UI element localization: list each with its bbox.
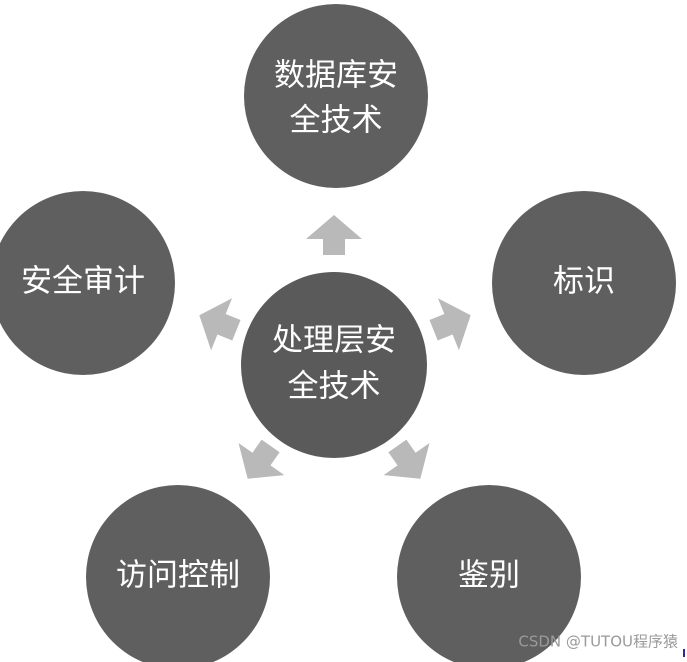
node-right-label: 标识 <box>553 264 615 300</box>
arrow-bottom-left <box>238 439 285 479</box>
node-bottom-left: 访问控制 <box>86 485 270 662</box>
node-center-line2: 全技术 <box>288 369 381 405</box>
edge-mark <box>683 649 685 657</box>
node-top-line2: 全技术 <box>290 103 383 139</box>
arrow-bottom-right <box>383 439 430 479</box>
node-top: 数据库安 全技术 <box>244 4 428 188</box>
node-center-line1: 处理层安 <box>272 323 396 359</box>
arrow-left <box>199 298 241 351</box>
node-center: 处理层安 全技术 <box>241 272 427 458</box>
node-right: 标识 <box>492 191 676 375</box>
node-left-label: 安全审计 <box>21 264 145 300</box>
watermark-text: CSDN @TUTOU程序猿 <box>518 633 678 651</box>
node-bottom-right-label: 鉴别 <box>458 558 520 594</box>
node-left: 安全审计 <box>0 191 175 375</box>
node-bottom-left-label: 访问控制 <box>116 558 240 594</box>
arrow-up <box>306 215 362 255</box>
node-top-line1: 数据库安 <box>274 58 398 94</box>
node-bottom-right: 鉴别 <box>397 485 581 662</box>
arrow-right <box>429 298 471 351</box>
